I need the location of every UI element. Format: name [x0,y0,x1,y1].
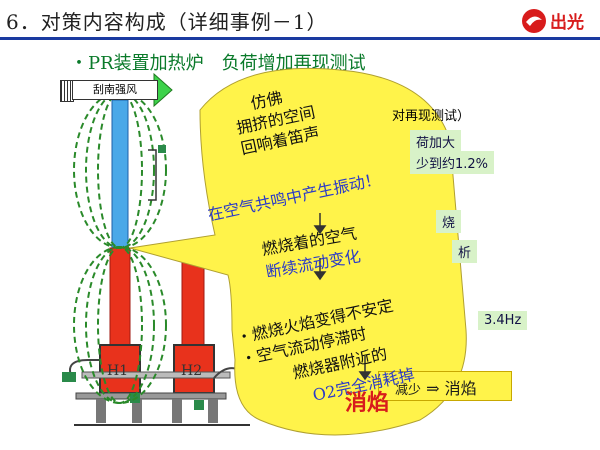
dimension-bracket [148,149,157,201]
result-arrow: ⇒ [426,379,440,398]
heater-h2 [173,344,215,394]
heater-label-h2: H2 [181,363,202,379]
heater-label-h1: H1 [107,363,128,379]
note-frequency: 3.4Hz [478,311,528,330]
speech-bubble [129,67,467,436]
support-leg [208,399,218,423]
slide-title: 6．对策内容构成（详细事例－1） [6,10,328,34]
result-fragment: 减少 [395,383,422,398]
note-analysis: 析 [452,240,478,263]
valve [194,400,204,410]
sensor [158,145,166,153]
result-flameout: 消焰 [444,379,477,398]
company-logo: 出光 [520,6,594,36]
flow-arrows [313,213,372,381]
support-leg [172,399,182,423]
note-load-increase: 荷加大 [410,130,462,153]
support-leg [132,399,142,423]
note-test-header: 对再现测试） [392,109,471,124]
bubble-line-4: 在空气共鸣中产生振动！ [206,169,382,224]
fan-motor [62,372,76,382]
support-leg [96,399,106,423]
base-beam [75,392,227,400]
title-rule [0,37,600,40]
note-reduction: 少到约1.2% [410,151,495,174]
note-burn: 烧 [436,210,462,233]
result-box [378,371,512,401]
result-text: 减少 ⇒ 消焰 [395,375,477,399]
bubble-result: 消焰 [345,390,389,416]
logo-text: 出光 [550,12,584,33]
wind-label: 刮南强风 [72,80,158,100]
